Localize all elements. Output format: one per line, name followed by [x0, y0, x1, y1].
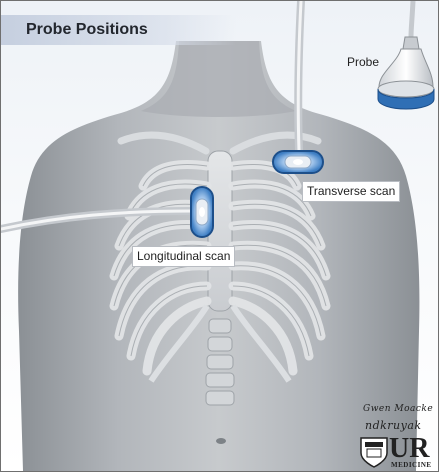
logo-medicine: MEDICINE: [391, 461, 432, 469]
probe-label: Probe: [347, 55, 379, 69]
illustrator-signature-line1: Gwen Moacke: [363, 404, 433, 414]
transverse-probe: [273, 151, 323, 173]
longitudinal-scan-label: Longitudinal scan: [132, 246, 235, 267]
longitudinal-probe: [191, 187, 213, 237]
navel: [216, 438, 226, 444]
transverse-scan-label: Transverse scan: [302, 181, 400, 202]
spine: [206, 319, 234, 405]
illustrator-signature-line2: ndkruyak: [365, 419, 422, 432]
probe-illustration: [378, 1, 434, 109]
logo-ur: UR: [389, 435, 429, 463]
page-title: Probe Positions: [1, 15, 236, 45]
